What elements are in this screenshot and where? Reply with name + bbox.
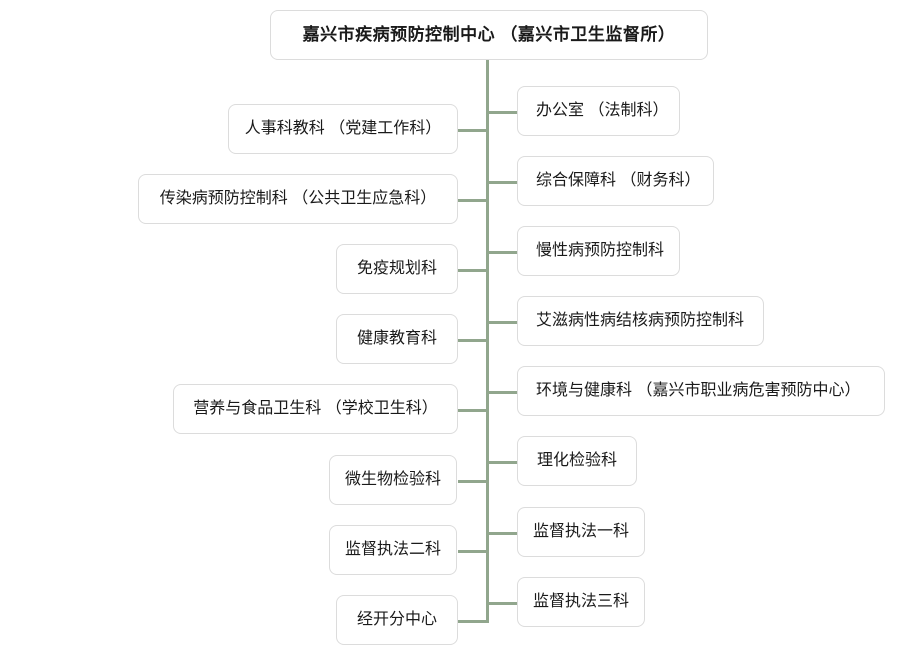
dept-label: 艾滋病性病结核病预防控制科: [536, 312, 745, 330]
dept-node-nutrition-food-hygiene[interactable]: 营养与食品卫生科 （学校卫生科）: [173, 384, 458, 434]
root-node-label: 嘉兴市疾病预防控制中心 （嘉兴市卫生监督所）: [302, 24, 676, 44]
dept-node-chronic-disease-control[interactable]: 慢性病预防控制科: [517, 226, 680, 276]
connector-left-3: [458, 269, 488, 272]
dept-label: 办公室 （法制科）: [536, 102, 669, 120]
dept-label: 传染病预防控制科 （公共卫生应急科）: [159, 190, 437, 208]
dept-node-health-education[interactable]: 健康教育科: [336, 314, 458, 364]
connector-right-1: [487, 111, 518, 114]
connector-left-1: [458, 129, 488, 132]
dept-label: 环境与健康科 （嘉兴市职业病危害预防中心）: [536, 382, 861, 400]
connector-right-6: [487, 461, 518, 464]
dept-node-jingkai-branch-center[interactable]: 经开分中心: [336, 595, 458, 645]
dept-node-infectious-disease-control[interactable]: 传染病预防控制科 （公共卫生应急科）: [138, 174, 458, 224]
connector-left-6: [458, 480, 488, 483]
dept-label: 微生物检验科: [344, 471, 441, 489]
dept-label: 理化检验科: [536, 452, 617, 470]
connector-left-2: [458, 199, 488, 202]
connector-right-3: [487, 251, 518, 254]
dept-node-aids-std-tb-control[interactable]: 艾滋病性病结核病预防控制科: [517, 296, 764, 346]
dept-node-immunization-planning[interactable]: 免疫规划科: [336, 244, 458, 294]
connector-left-5: [458, 409, 488, 412]
dept-label: 健康教育科: [356, 330, 437, 348]
connector-right-7: [487, 532, 518, 535]
dept-node-general-support-finance[interactable]: 综合保障科 （财务科）: [517, 156, 714, 206]
connector-right-4: [487, 321, 518, 324]
connector-right-2: [487, 181, 518, 184]
connector-left-4: [458, 339, 488, 342]
dept-label: 监督执法二科: [344, 541, 441, 559]
dept-node-office-legal-affairs[interactable]: 办公室 （法制科）: [517, 86, 680, 136]
dept-node-supervision-enforcement-3[interactable]: 监督执法三科: [517, 577, 645, 627]
dept-node-supervision-enforcement-2[interactable]: 监督执法二科: [329, 525, 457, 575]
dept-label: 慢性病预防控制科: [536, 242, 665, 260]
dept-node-personnel-education[interactable]: 人事科教科 （党建工作科）: [228, 104, 458, 154]
dept-label: 综合保障科 （财务科）: [536, 172, 701, 190]
dept-label: 免疫规划科: [356, 260, 437, 278]
connector-left-7: [458, 550, 488, 553]
dept-node-supervision-enforcement-1[interactable]: 监督执法一科: [517, 507, 645, 557]
root-node-cdc-center[interactable]: 嘉兴市疾病预防控制中心 （嘉兴市卫生监督所）: [270, 10, 708, 60]
dept-node-physicochemical-lab[interactable]: 理化检验科: [517, 436, 637, 486]
dept-label: 经开分中心: [356, 611, 437, 629]
connector-right-5: [487, 391, 518, 394]
connector-left-8: [458, 620, 488, 623]
dept-label: 监督执法一科: [532, 523, 629, 541]
dept-node-microbiology-lab[interactable]: 微生物检验科: [329, 455, 457, 505]
connector-right-8: [487, 602, 518, 605]
dept-label: 人事科教科 （党建工作科）: [244, 120, 442, 138]
dept-node-environment-health-occupational[interactable]: 环境与健康科 （嘉兴市职业病危害预防中心）: [517, 366, 885, 416]
dept-label: 监督执法三科: [532, 593, 629, 611]
dept-label: 营养与食品卫生科 （学校卫生科）: [193, 400, 438, 418]
